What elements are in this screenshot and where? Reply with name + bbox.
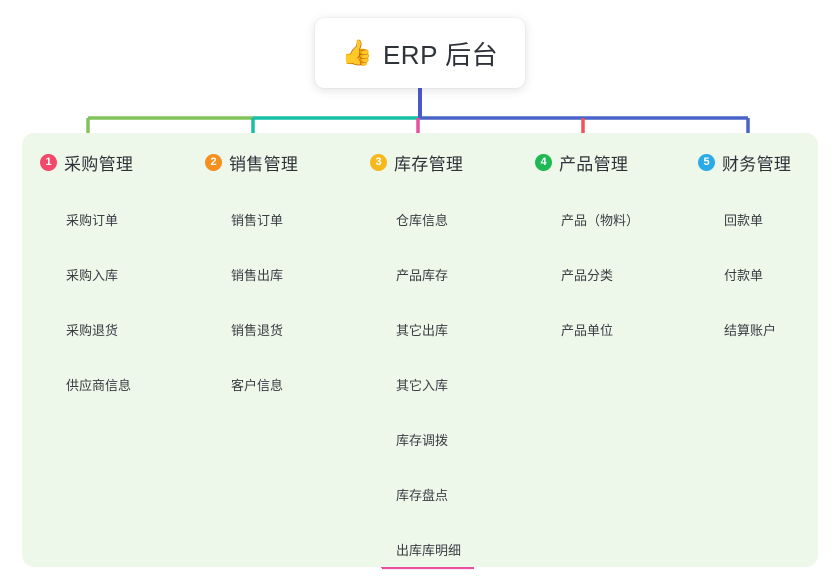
branch-number-badge: 2	[205, 154, 222, 171]
root-node[interactable]: 👍 ERP 后台	[315, 18, 525, 88]
branch-item[interactable]: 出库库明细	[396, 543, 462, 558]
branch-number-badge: 1	[40, 154, 57, 171]
branch-item[interactable]: 销售订单	[231, 213, 284, 228]
branch-item[interactable]: 库存调拨	[396, 433, 449, 448]
branch-number-badge: 4	[535, 154, 552, 171]
branch-item[interactable]: 产品库存	[396, 268, 449, 283]
branch-item[interactable]: 产品分类	[561, 268, 614, 283]
branch-item[interactable]: 采购入库	[66, 268, 119, 283]
branch-item[interactable]: 其它入库	[396, 378, 449, 393]
thumbs-up-icon: 👍	[341, 38, 373, 67]
branch-item[interactable]: 库存盘点	[396, 488, 449, 503]
branch-number-badge: 5	[698, 154, 715, 171]
branch-item[interactable]: 产品单位	[561, 323, 614, 338]
branch-item[interactable]: 客户信息	[231, 378, 284, 393]
branch-header-销售管理[interactable]: 2 销售管理	[205, 150, 298, 175]
branch-header-财务管理[interactable]: 5 财务管理	[698, 150, 791, 175]
branch-item[interactable]: 销售出库	[231, 268, 284, 283]
branch-header-采购管理[interactable]: 1 采购管理	[40, 150, 133, 175]
branch-item[interactable]: 回款单	[724, 213, 764, 228]
branch-title: 销售管理	[229, 155, 299, 174]
branch-title: 库存管理	[394, 155, 464, 174]
branch-header-库存管理[interactable]: 3 库存管理	[370, 150, 463, 175]
branch-header-产品管理[interactable]: 4 产品管理	[535, 150, 628, 175]
branch-number-badge: 3	[370, 154, 387, 171]
root-node-title: ERP 后台	[382, 39, 499, 70]
branch-item[interactable]: 付款单	[724, 268, 764, 283]
branch-item[interactable]: 其它出库	[396, 323, 449, 338]
branch-item[interactable]: 销售退货	[231, 323, 284, 338]
branch-item[interactable]: 产品（物料）	[561, 213, 640, 228]
branches-panel	[22, 133, 818, 567]
branch-item[interactable]: 采购订单	[66, 213, 119, 228]
root-node-content: 👍 ERP 后台	[342, 35, 498, 72]
branch-title: 产品管理	[559, 155, 629, 174]
branch-item[interactable]: 供应商信息	[66, 378, 132, 393]
branch-item[interactable]: 结算账户	[724, 323, 777, 338]
branch-item[interactable]: 仓库信息	[396, 213, 449, 228]
branch-title: 采购管理	[64, 155, 134, 174]
branch-title: 财务管理	[722, 155, 792, 174]
branch-item[interactable]: 采购退货	[66, 323, 119, 338]
